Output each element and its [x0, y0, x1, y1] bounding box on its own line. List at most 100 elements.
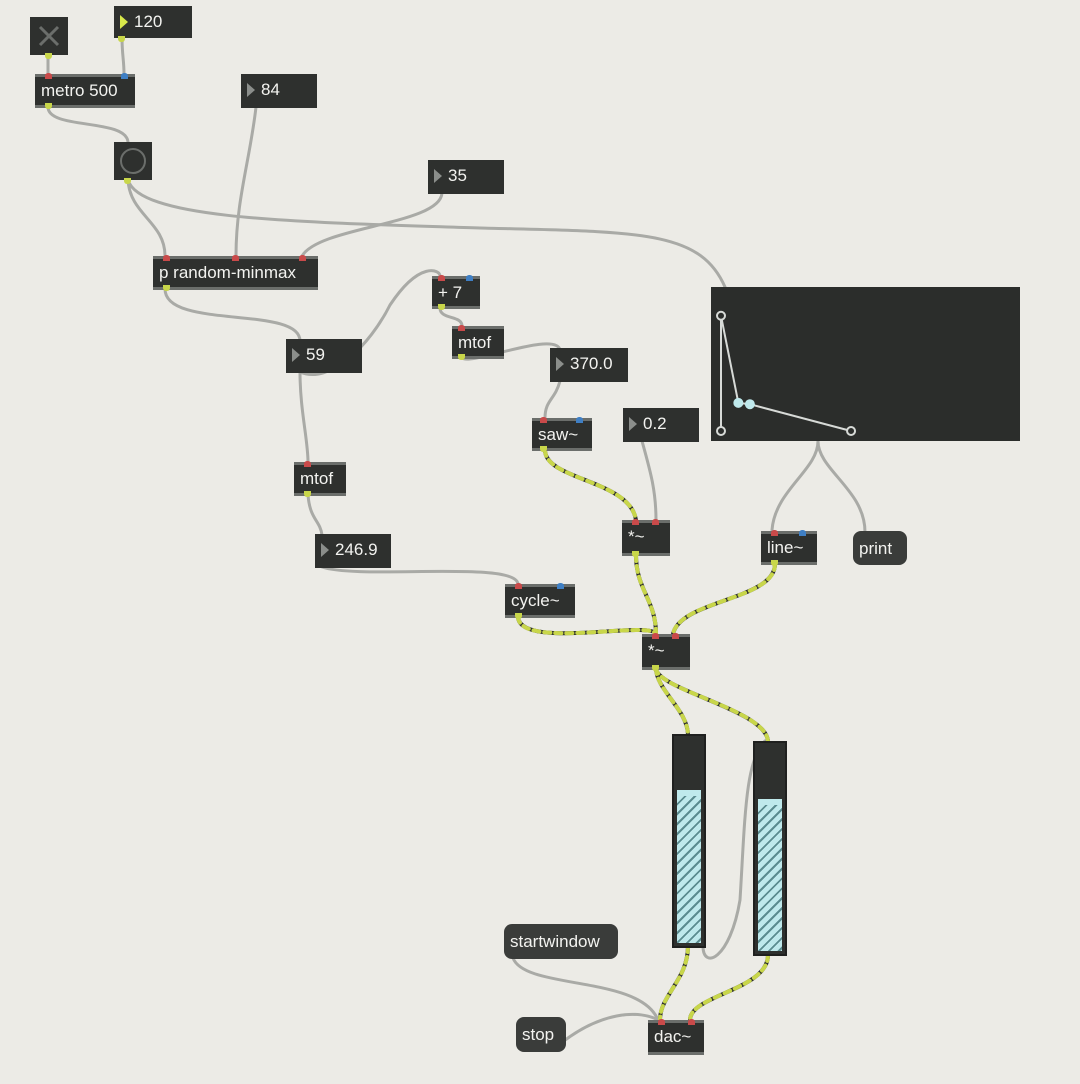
cord-meter-dac — [701, 739, 767, 960]
tempo-number-box[interactable]: 120 — [114, 6, 192, 42]
bang-outlet[interactable] — [124, 178, 131, 184]
cycle-object[interactable]: cycle~ — [505, 583, 575, 619]
stop-message[interactable]: stop — [516, 1017, 566, 1052]
mult-lower-object[interactable]: *~ — [642, 633, 690, 671]
dac-object[interactable]: dac~ — [648, 1019, 704, 1055]
mtof-lower-outlet[interactable] — [304, 491, 311, 497]
meter-left[interactable] — [672, 734, 706, 948]
mult-upper-inlet-left[interactable] — [632, 519, 639, 525]
envelope-graph[interactable] — [711, 287, 1020, 441]
meter-right-peak — [758, 799, 782, 805]
saw-object[interactable]: saw~ — [532, 417, 592, 452]
saw-freq-number-value: 370.0 — [570, 354, 613, 373]
add-outlet[interactable] — [438, 304, 445, 310]
saw-freq-number-box[interactable]: 370.0 — [550, 348, 628, 382]
add-inlet-left[interactable] — [438, 275, 445, 281]
envelope-point[interactable] — [744, 399, 755, 410]
cord-max-subpatch — [234, 105, 258, 258]
max-number-box[interactable]: 84 — [241, 74, 317, 108]
envelope-function-editor[interactable] — [711, 287, 1020, 441]
saw-inlet-left[interactable] — [540, 417, 547, 423]
add-object[interactable]: + 7 — [432, 275, 480, 310]
mtof-lower-inlet[interactable] — [304, 461, 311, 467]
number-arrow-icon — [321, 543, 329, 557]
mult-lower-inlet-right[interactable] — [672, 633, 679, 639]
subpatch-outlet[interactable] — [163, 285, 170, 291]
max-number-value: 84 — [261, 80, 280, 99]
metro-object[interactable]: metro 500 — [35, 73, 135, 109]
cord-mtof-saw-number — [460, 342, 562, 361]
toggle-button[interactable] — [30, 17, 68, 59]
mult-lower-outlet[interactable] — [652, 665, 659, 671]
envelope-line — [720, 315, 852, 432]
mult-upper-object[interactable]: *~ — [622, 519, 670, 557]
cycle-inlet-left[interactable] — [515, 583, 522, 589]
metro-outlet[interactable] — [45, 103, 52, 109]
saw-inlet-right[interactable] — [576, 417, 583, 423]
mtof-lower-object[interactable]: mtof — [294, 461, 346, 497]
min-number-value: 35 — [448, 166, 467, 185]
line-object[interactable]: line~ — [761, 530, 817, 566]
cycle-label: cycle~ — [511, 591, 560, 610]
tempo-number-value: 120 — [134, 12, 163, 31]
cycle-freq-number-value: 246.9 — [335, 540, 378, 559]
add-inlet-right[interactable] — [466, 275, 473, 281]
line-outlet[interactable] — [771, 560, 778, 566]
line-inlet-left[interactable] — [771, 530, 778, 536]
number-arrow-icon — [292, 348, 300, 362]
mtof-lower-label: mtof — [300, 469, 334, 488]
line-inlet-right[interactable] — [799, 530, 806, 536]
dac-label: dac~ — [654, 1027, 692, 1046]
mult-lower-inlet-left[interactable] — [652, 633, 659, 639]
meter-right[interactable] — [753, 741, 787, 956]
mult-upper-inlet-right[interactable] — [652, 519, 659, 525]
mtof-upper-label: mtof — [458, 333, 492, 352]
min-number-box[interactable]: 35 — [428, 160, 504, 194]
cord-tempo-metro — [120, 35, 126, 76]
bang-circle-icon — [120, 148, 146, 174]
subpatch-inlet-3[interactable] — [299, 255, 306, 261]
mtof-upper-outlet[interactable] — [458, 354, 465, 360]
cord-subpatch-note — [163, 287, 302, 343]
cycle-freq-number-box[interactable]: 246.9 — [315, 534, 391, 568]
print-label: print — [859, 539, 893, 558]
mult-upper-outlet[interactable] — [632, 551, 639, 557]
envelope-start-point[interactable] — [716, 426, 726, 436]
metro-inlet-right[interactable] — [121, 73, 128, 79]
envelope-point[interactable] — [846, 426, 857, 436]
tempo-outlet[interactable] — [118, 36, 125, 42]
envelope-point[interactable] — [733, 397, 744, 408]
metro-inlet-left[interactable] — [45, 73, 52, 79]
cord-right-meter-dac — [688, 953, 770, 1022]
dac-inlet-left[interactable] — [658, 1019, 665, 1025]
gain-number-box[interactable]: 0.2 — [623, 408, 699, 442]
bang-button[interactable] — [114, 142, 152, 184]
cycle-inlet-right[interactable] — [557, 583, 564, 589]
cord-saw-number-saw — [543, 379, 562, 420]
cord-saw-mult — [543, 448, 638, 522]
meter-right-fill — [758, 805, 782, 951]
cord-add-mtof — [438, 306, 464, 328]
random-minmax-subpatch[interactable]: p random-minmax — [153, 255, 318, 291]
cord-cycle-number-cycle — [320, 565, 520, 586]
subpatch-inlet-2[interactable] — [232, 255, 239, 261]
cord-min-subpatch — [300, 191, 444, 258]
dac-inlet-right[interactable] — [688, 1019, 695, 1025]
cycle-outlet[interactable] — [515, 613, 522, 619]
mtof-upper-inlet[interactable] — [458, 325, 465, 331]
subpatch-inlet-1[interactable] — [163, 255, 170, 261]
envelope-point[interactable] — [716, 310, 726, 321]
startwindow-message[interactable]: startwindow — [504, 924, 618, 959]
print-message[interactable]: print — [853, 531, 907, 565]
cord-mult-right-meter — [654, 666, 770, 744]
line-label: line~ — [767, 538, 804, 557]
metro-label: metro 500 — [41, 81, 118, 100]
number-arrow-icon — [120, 15, 128, 29]
add-label: + 7 — [438, 283, 463, 302]
mtof-upper-object[interactable]: mtof — [452, 325, 504, 360]
saw-outlet[interactable] — [540, 446, 547, 452]
number-arrow-icon — [629, 417, 637, 431]
toggle-outlet[interactable] — [45, 53, 52, 59]
note-number-box[interactable]: 59 — [286, 339, 362, 373]
